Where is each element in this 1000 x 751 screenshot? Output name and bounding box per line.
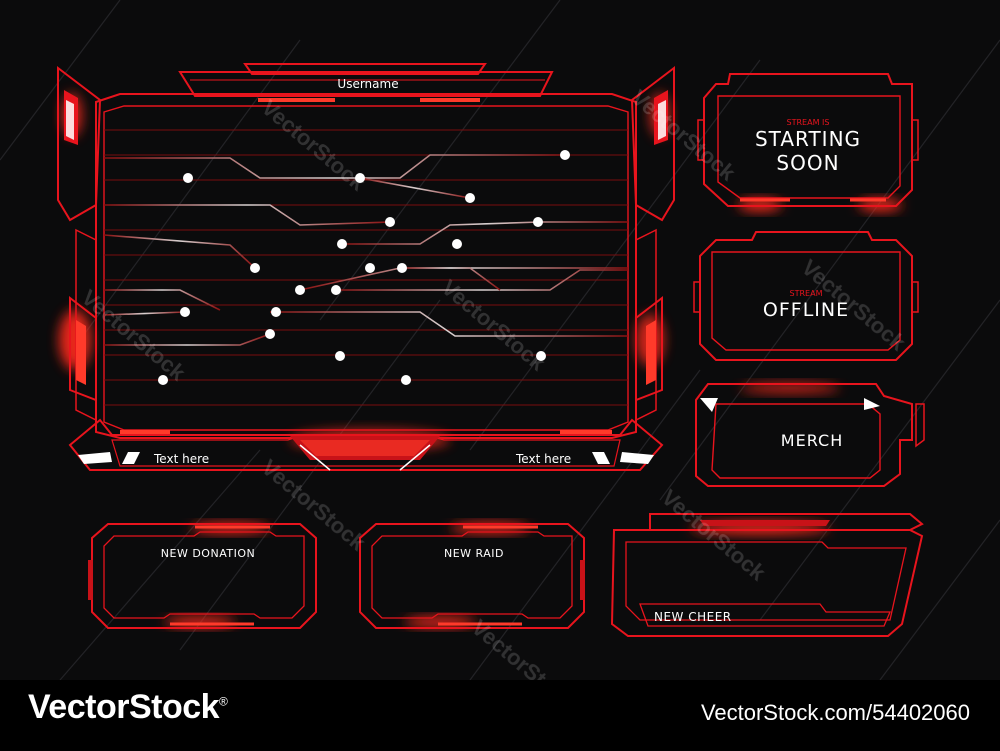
circuit-traces [103, 154, 628, 381]
offline-panel: STREAM OFFLINE [693, 231, 919, 361]
brand-registered-mark: ® [219, 694, 228, 709]
main-stream-frame: Username [57, 63, 675, 471]
brand-logo: VectorStock® [28, 688, 228, 727]
right-text-label: Text here [515, 452, 571, 466]
footer-bar [0, 680, 1000, 751]
new-donation-panel: NEW DONATION [88, 523, 317, 629]
username-label: Username [337, 77, 398, 91]
left-text-label: Text here [153, 452, 209, 466]
offline-title: OFFLINE [763, 299, 849, 321]
new-donation-title: NEW DONATION [161, 547, 255, 560]
circuit-nodes [158, 150, 570, 385]
starting-soon-panel: STREAM IS STARTING SOON [697, 73, 919, 211]
starting-soon-line2: SOON [776, 151, 839, 175]
merch-title: MERCH [781, 431, 843, 450]
new-cheer-title: NEW CHEER [654, 610, 732, 624]
offline-small-label: STREAM [790, 289, 823, 298]
brand-text: VectorStock [28, 688, 220, 726]
starting-soon-small-label: STREAM IS [787, 118, 830, 127]
merch-panel: MERCH [695, 383, 925, 487]
new-cheer-panel: NEW CHEER [610, 513, 924, 637]
starting-soon-line1: STARTING [755, 127, 861, 151]
image-id-label: VectorStock.com/54402060 [700, 700, 970, 725]
new-raid-title: NEW RAID [444, 547, 504, 560]
new-raid-panel: NEW RAID [359, 523, 585, 629]
watermark-lines [0, 0, 1000, 681]
